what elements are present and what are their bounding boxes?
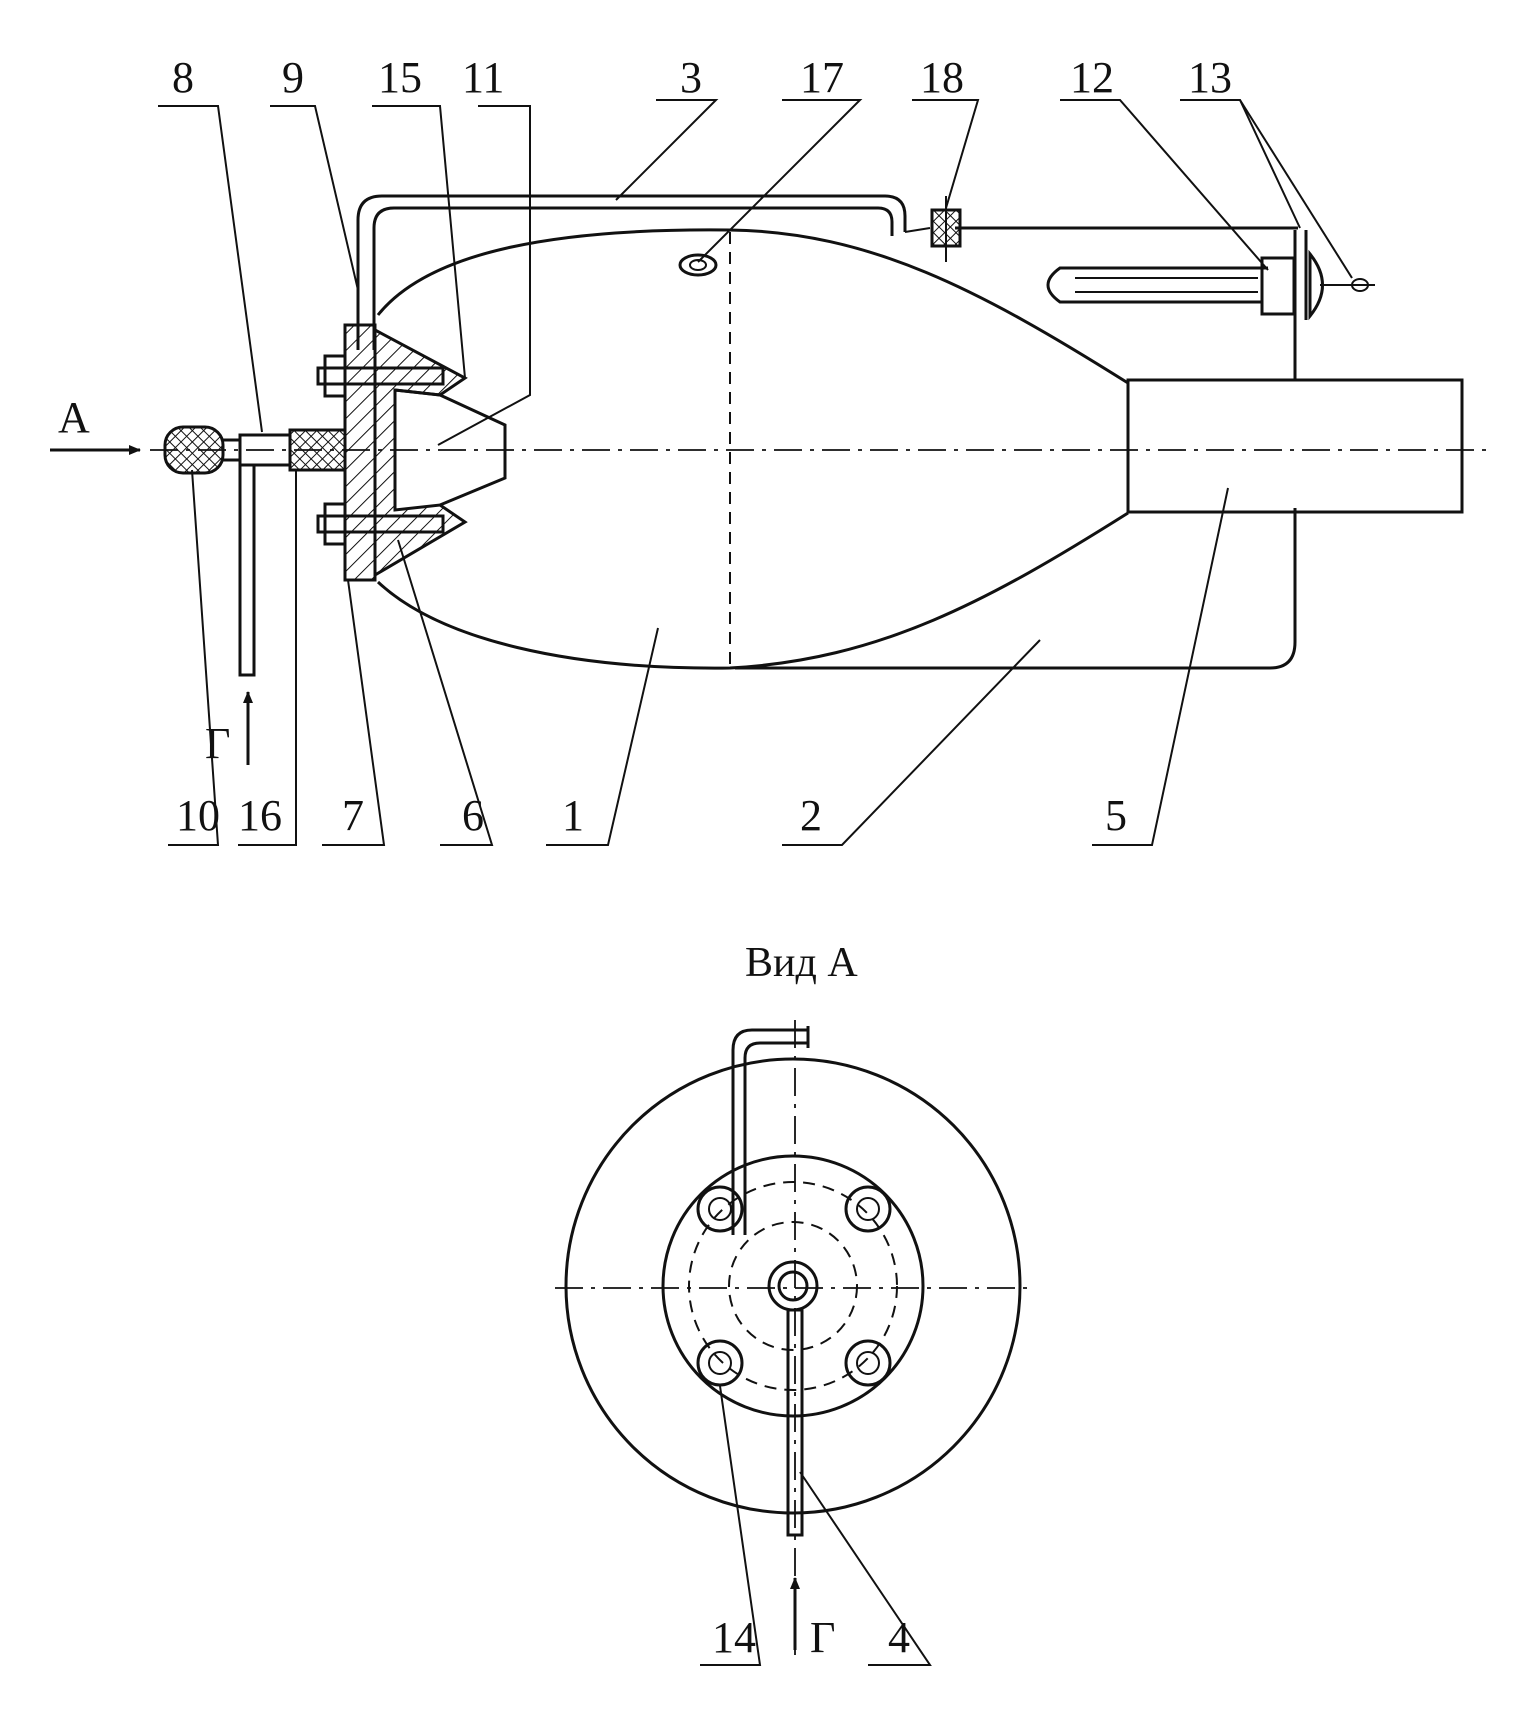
bolt-pitch-circle	[688, 1181, 898, 1391]
housing-circle	[564, 1057, 1022, 1515]
view-pipe-inner	[743, 1041, 808, 1235]
bolt-nut-1	[696, 1185, 744, 1233]
nozzle-holder-8	[288, 428, 347, 472]
label-13: 13	[1188, 53, 1232, 102]
label-12: 12	[1070, 53, 1114, 102]
label-5: 5	[1105, 791, 1127, 840]
bolt-bottom	[316, 514, 445, 534]
housing-bottom-edge	[735, 508, 1297, 670]
bolt-top	[316, 366, 445, 386]
view-a: Вид А 14 Г 4	[555, 940, 1030, 1666]
label-9: 9	[282, 53, 304, 102]
bolt-shaft-1	[708, 1197, 732, 1221]
label-14: 14	[712, 1613, 756, 1662]
bolt-group	[696, 1185, 892, 1387]
bolt-head-bottom	[323, 502, 347, 546]
label-10: 10	[176, 791, 220, 840]
bolt-shaft-3	[708, 1351, 732, 1375]
head-inner-edge	[394, 388, 441, 397]
label-4: 4	[888, 1613, 910, 1662]
label-3: 3	[680, 53, 702, 102]
side-view: А Г 8 9 15 11 3 17 18 12 13	[50, 53, 1490, 846]
gas-tube-16	[238, 463, 256, 677]
head-hidden-circle	[728, 1221, 858, 1351]
jet-10	[163, 425, 225, 475]
label-6: 6	[462, 791, 484, 840]
bolt-nut-3	[696, 1339, 744, 1387]
label-16: 16	[238, 791, 282, 840]
fuel-pipe-inner	[372, 206, 894, 350]
cone-body-bottom	[376, 511, 1129, 670]
top-labels: 8 9 15 11 3 17 18 12 13	[172, 53, 1232, 102]
igniter-nut	[1260, 256, 1296, 316]
view-title: Вид А	[745, 940, 858, 986]
top-leaders	[158, 99, 1353, 446]
nozzle-inner	[777, 1270, 809, 1302]
label-17: 17	[800, 53, 844, 102]
label-2: 2	[800, 791, 822, 840]
igniter-12	[1046, 266, 1268, 304]
bolt-shaft-2	[856, 1197, 880, 1221]
leader-4	[799, 1471, 932, 1666]
bottom-labels: 10 16 7 6 1 2 5	[176, 791, 1127, 840]
view-label-gas: Г	[810, 1613, 835, 1662]
label-11: 11	[462, 53, 504, 102]
bolt-nut-4	[844, 1339, 892, 1387]
label-1: 1	[562, 791, 584, 840]
exhaust-nozzle	[1126, 378, 1464, 514]
bolt-nut-2	[844, 1185, 892, 1233]
view-arrow-label: А	[58, 393, 90, 442]
flange-circle	[661, 1154, 925, 1418]
fuel-pipe-outer	[356, 194, 907, 350]
label-8: 8	[172, 53, 194, 102]
pipe-joint	[904, 227, 931, 233]
nozzle-body	[238, 433, 292, 467]
peephole-17	[678, 253, 718, 277]
view-gas-tube-4	[786, 1308, 804, 1537]
flange-7	[343, 323, 377, 582]
bottom-leaders	[168, 469, 1229, 846]
burner-head-6	[373, 327, 468, 578]
bolt-shaft-4	[856, 1351, 880, 1375]
burner-cone-11	[439, 393, 507, 507]
view-pipe-outer	[731, 1028, 808, 1235]
peephole-inner	[689, 259, 707, 271]
igniter-cap	[1308, 249, 1324, 321]
bolt-head-top	[323, 354, 347, 398]
cone-body-top	[376, 228, 1129, 385]
igniter-tip	[1351, 278, 1369, 292]
nozzle-outer	[767, 1260, 819, 1312]
label-18: 18	[920, 53, 964, 102]
leader-14	[700, 1385, 762, 1666]
label-15: 15	[378, 53, 422, 102]
label-7: 7	[342, 791, 364, 840]
